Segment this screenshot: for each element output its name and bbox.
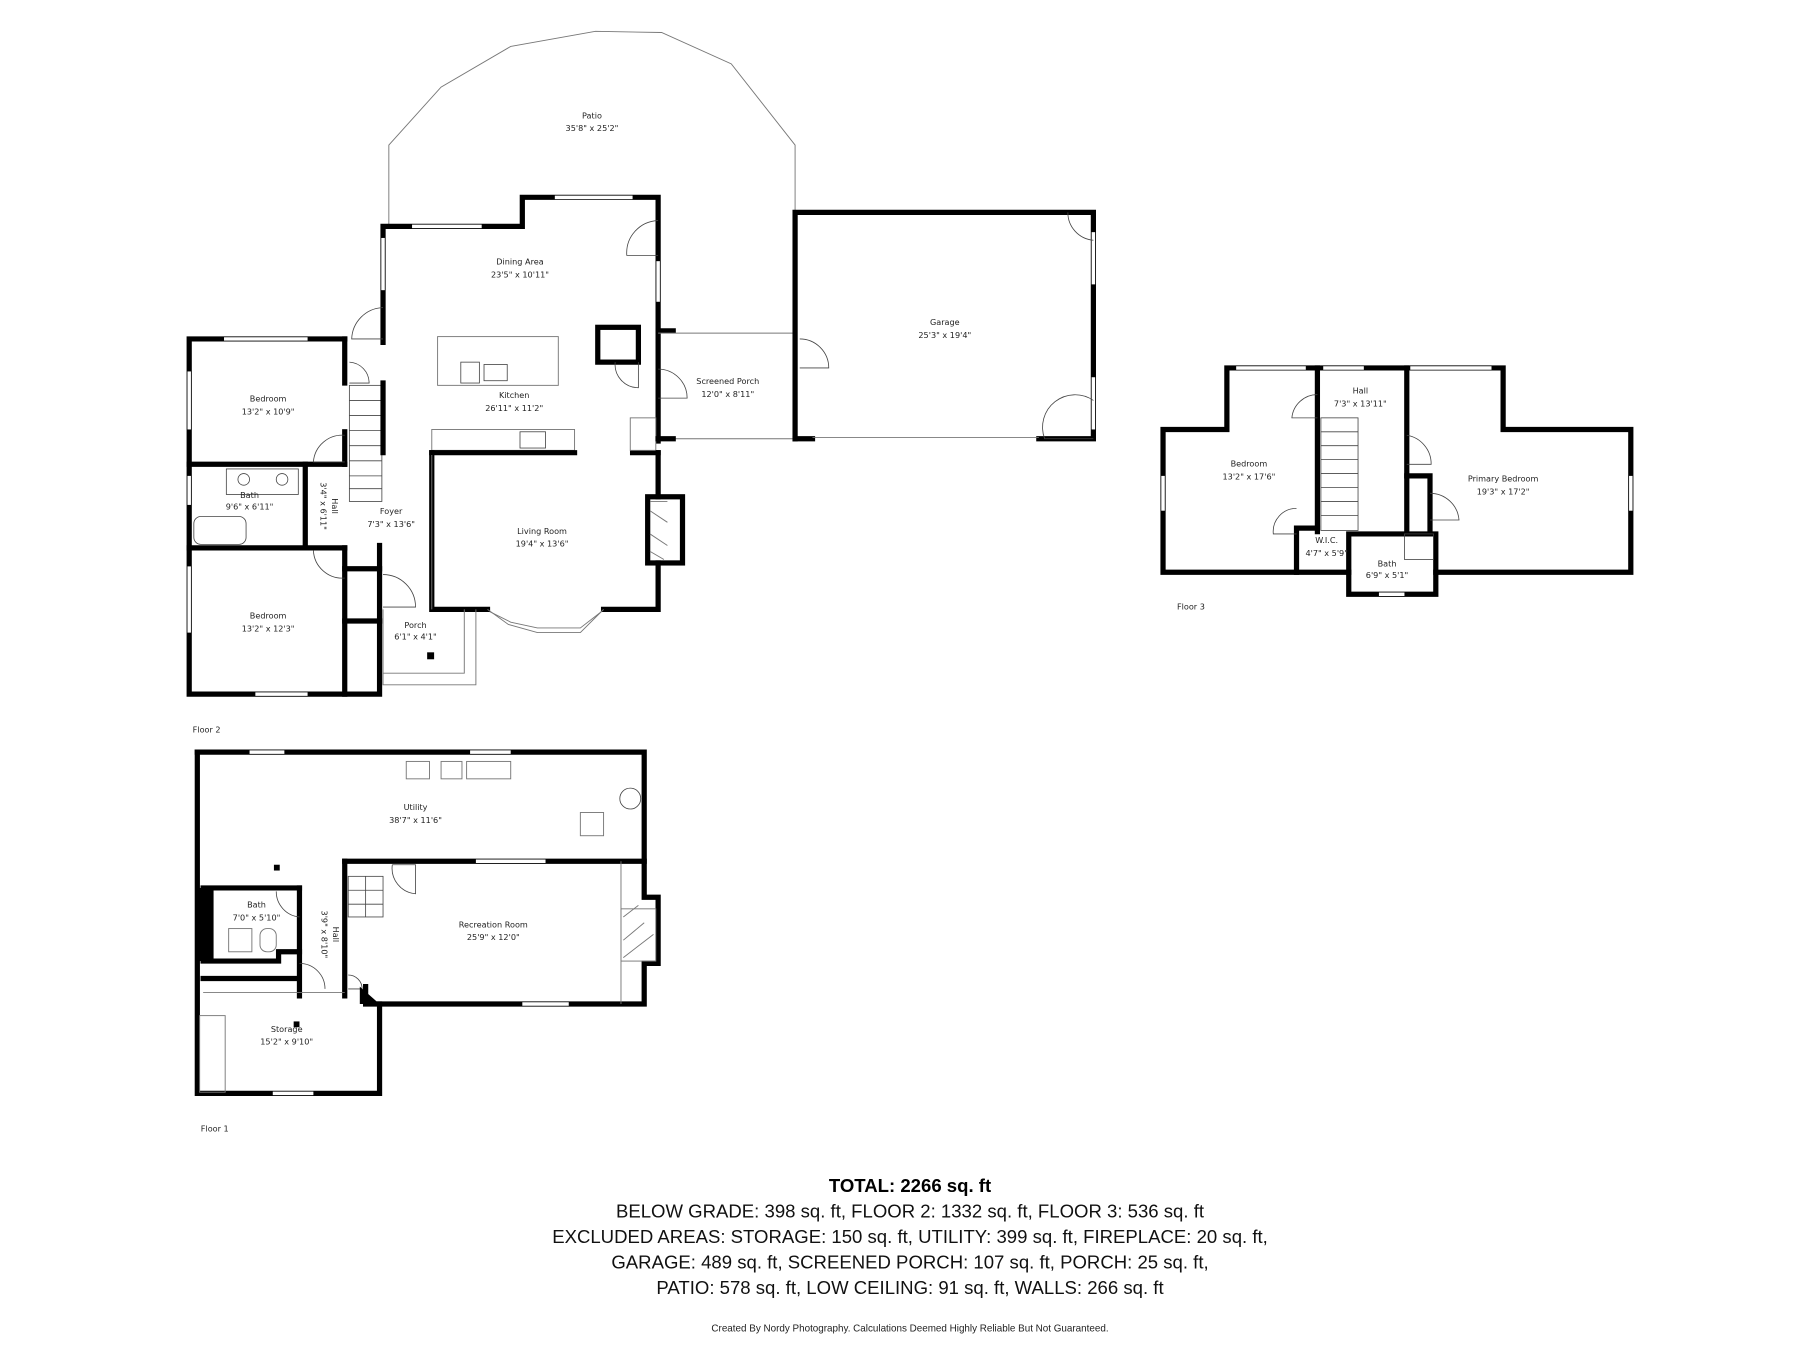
- total-area: TOTAL: 2266 sq. ft: [829, 1175, 991, 1196]
- floor-label: Floor 2: [193, 724, 221, 734]
- room-name: Patio: [582, 110, 602, 120]
- room-name: Garage: [930, 317, 960, 327]
- room-name: W.I.C.: [1315, 535, 1338, 545]
- water-heater-icon: [619, 787, 642, 810]
- floor-2-plan: Patio 35'8" x 25'2" Dining Area 23'5" x …: [186, 30, 1097, 734]
- room-name: Foyer: [380, 506, 403, 516]
- room-name: Primary Bedroom: [1468, 474, 1539, 484]
- room-dims: 13'2" x 17'6": [1223, 471, 1276, 481]
- credit-text: Created By Nordy Photography. Calculatio…: [711, 1323, 1108, 1334]
- bay-window: [487, 608, 604, 634]
- floor-label: Floor 3: [1177, 601, 1205, 611]
- wall: [194, 749, 661, 1007]
- room-name: Hall: [1353, 385, 1369, 395]
- room-dims: 12'0" x 8'11": [701, 389, 754, 399]
- room-name: Bath: [240, 490, 259, 500]
- room-dims: 25'9" x 12'0": [467, 932, 520, 942]
- summary-line: EXCLUDED AREAS: STORAGE: 150 sq. ft, UTI…: [552, 1226, 1268, 1247]
- room-name: Hall: [331, 927, 341, 943]
- room-dims: 26'11" x 11'2": [485, 403, 543, 413]
- room-name: Recreation Room: [459, 919, 528, 929]
- floor-1-plan: Utility 38'7" x 11'6" Bath 7'0" x 5'10" …: [194, 749, 661, 1134]
- room-dims: 25'3" x 19'4": [918, 330, 971, 340]
- room-name: Bath: [1378, 558, 1397, 568]
- kitchen-counter: [431, 429, 576, 451]
- room-name: Dining Area: [496, 257, 543, 267]
- fireplace: [620, 904, 657, 962]
- floor-3-plan: Hall 7'3" x 13'11" Bedroom 13'2" x 17'6"…: [1160, 365, 1634, 611]
- room-dims: 15'2" x 9'10": [260, 1037, 313, 1047]
- fireplace: [645, 494, 686, 566]
- room-dims: 3'9" x 8'10": [320, 911, 330, 959]
- room-dims: 7'0" x 5'10": [233, 912, 281, 922]
- floor-label: Floor 1: [201, 1124, 229, 1134]
- room-name: Utility: [404, 802, 428, 812]
- summary-line: BELOW GRADE: 398 sq. ft, FLOOR 2: 1332 s…: [616, 1201, 1205, 1222]
- room-name: Bedroom: [250, 611, 287, 621]
- summary-line: GARAGE: 489 sq. ft, SCREENED PORCH: 107 …: [611, 1252, 1208, 1273]
- room-dims: 19'3" x 17'2": [1477, 486, 1530, 496]
- stairs: [348, 384, 383, 502]
- room-dims: 6'9" x 5'1": [1366, 570, 1409, 580]
- room-dims: 23'5" x 10'11": [491, 269, 549, 279]
- vanity: [225, 468, 299, 495]
- room-dims: 7'3" x 13'11": [1334, 398, 1387, 408]
- stairs: [1320, 417, 1359, 531]
- room-dims: 7'3" x 13'6": [367, 519, 415, 529]
- room-dims: 38'7" x 11'6": [389, 815, 442, 825]
- room-dims: 19'4" x 13'6": [516, 539, 569, 549]
- room-name: Storage: [271, 1024, 303, 1034]
- room-dims: 35'8" x 25'2": [566, 123, 619, 133]
- room-dims: 9'6" x 6'11": [226, 502, 274, 512]
- room-name: Kitchen: [499, 390, 529, 400]
- porch-outline: [382, 609, 477, 686]
- stairs: [347, 875, 384, 918]
- room-dims: 4'7" x 5'9": [1305, 548, 1348, 558]
- summary-line: PATIO: 578 sq. ft, LOW CEILING: 91 sq. f…: [656, 1277, 1164, 1298]
- kitchen-island: [437, 336, 559, 386]
- room-dims: 13'2" x 12'3": [242, 623, 295, 633]
- patio-outline: [388, 30, 796, 227]
- room-name: Bedroom: [1231, 459, 1268, 469]
- room-name: Hall: [330, 498, 340, 514]
- bathtub: [193, 516, 247, 545]
- room-name: Bath: [247, 900, 266, 910]
- room-dims: 13'2" x 10'9": [242, 406, 295, 416]
- room-name: Porch: [404, 620, 426, 630]
- room-name: Living Room: [517, 526, 567, 536]
- room-name: Screened Porch: [696, 376, 759, 386]
- wall: [429, 450, 491, 612]
- room-dims: 3'4" x 6'11": [318, 482, 328, 530]
- room-name: Bedroom: [250, 394, 287, 404]
- area-summary: TOTAL: 2266 sq. ft BELOW GRADE: 398 sq. …: [552, 1175, 1268, 1334]
- room-dims: 6'1" x 4'1": [394, 632, 437, 642]
